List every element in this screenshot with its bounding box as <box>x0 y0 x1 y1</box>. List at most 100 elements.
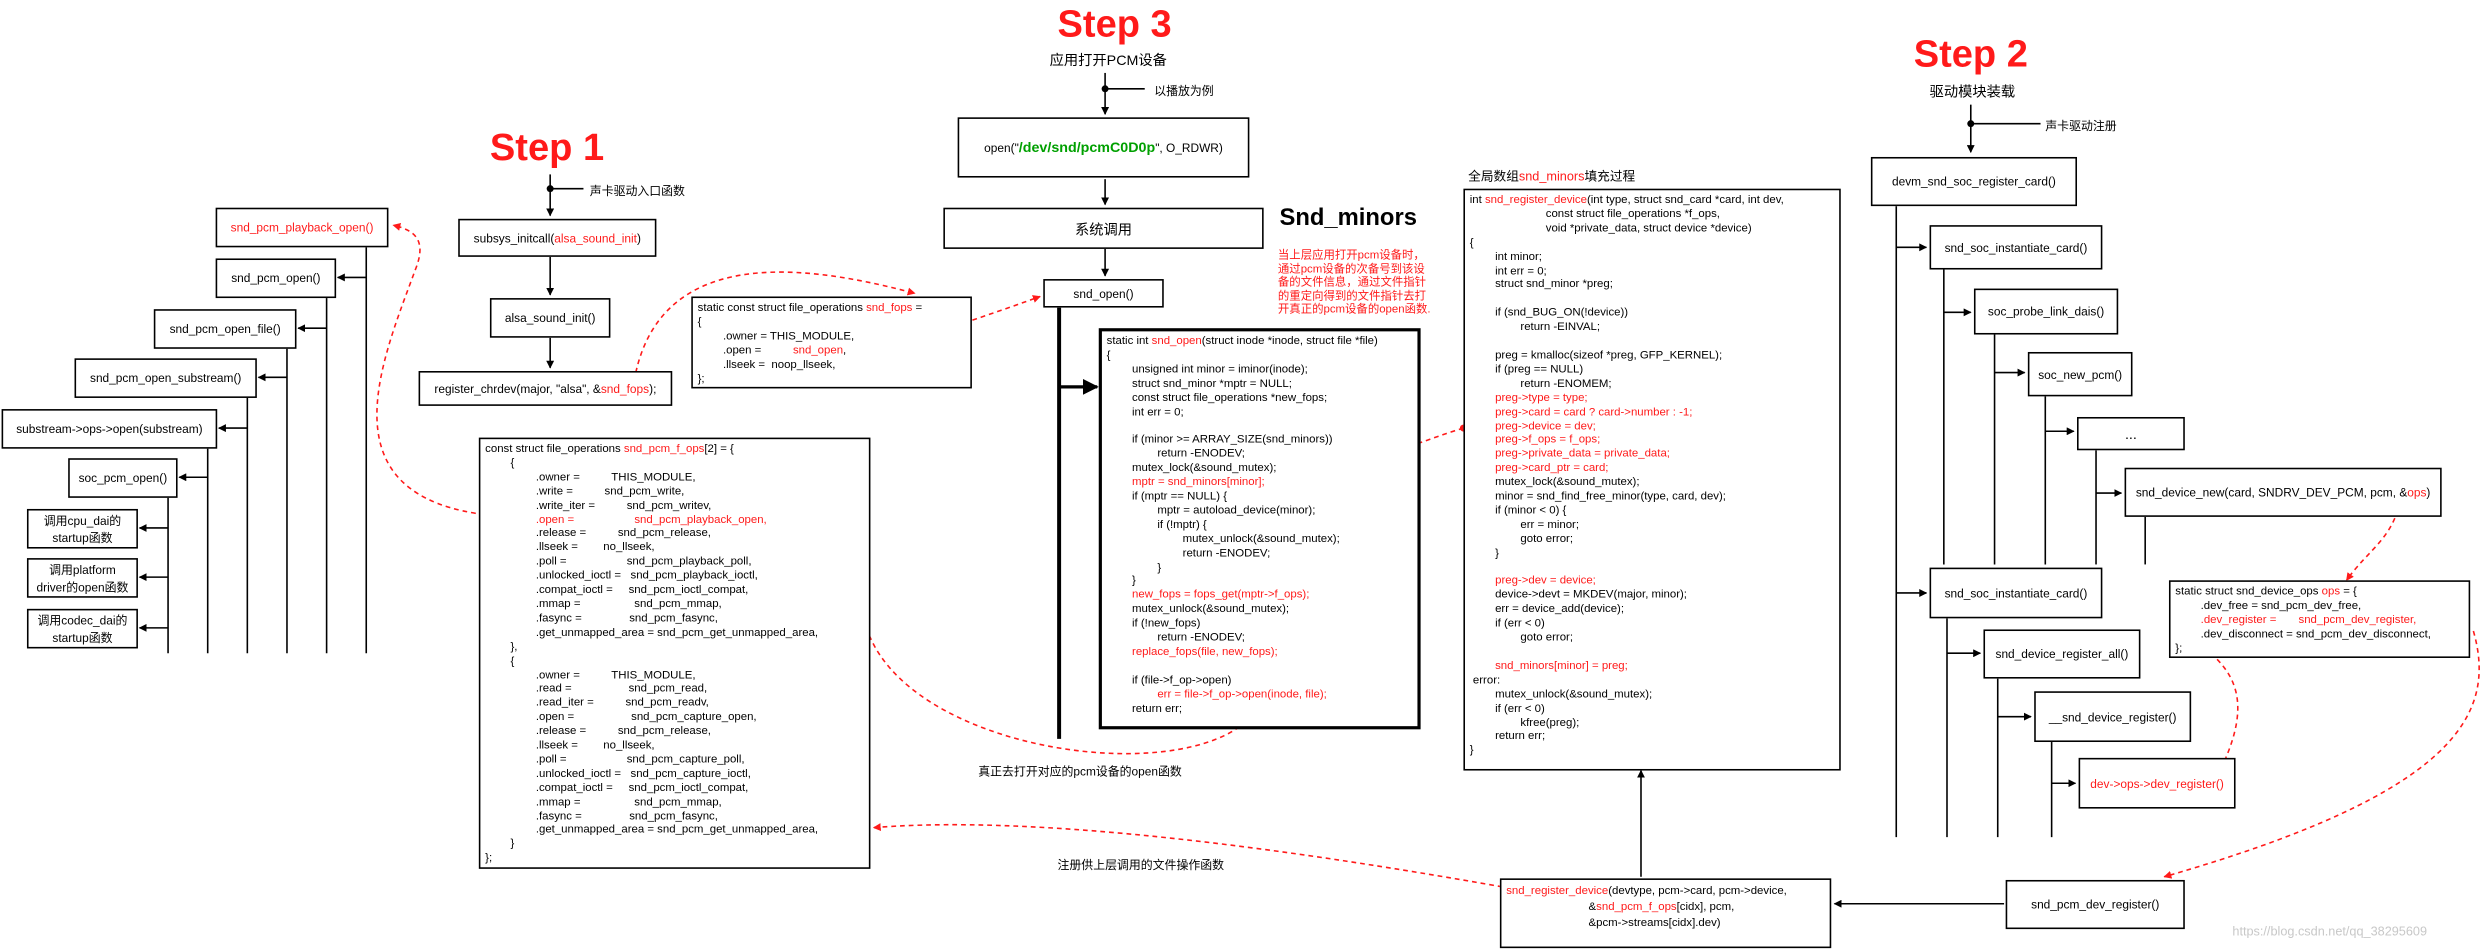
highlighted-code: snd_fops <box>866 299 913 314</box>
highlighted-code: new_fops = fops_get(mptr->f_ops); <box>1132 587 1310 602</box>
probe-link-dais-box: soc_probe_link_dais() <box>1973 288 2119 335</box>
register-prefix: register_chrdev(major, "alsa", & <box>434 381 601 396</box>
highlighted-code: snd_minors[minor] = preg; <box>1495 657 1628 673</box>
device-register-all-box: snd_device_register_all() <box>1983 629 2141 679</box>
subsys-suffix: ) <box>636 230 641 245</box>
platform-open-box: 调用platform driver的open函数 <box>26 558 138 598</box>
code-text: return err; <box>1131 700 1183 715</box>
instantiate-card-box-2: snd_soc_instantiate_card() <box>1929 567 2103 619</box>
subsys-prefix: subsys_initcall( <box>473 230 555 245</box>
real-open-caption: 真正去打开对应的pcm设备的open函数 <box>978 764 1182 779</box>
code-text: = { .owner = THIS_MODULE, .open = <box>697 299 923 357</box>
junction-dot <box>1967 120 1975 128</box>
highlighted-code: snd_pcm_f_ops <box>623 440 705 456</box>
register-caption: 注册供上层调用的文件操作函数 <box>1057 857 1225 873</box>
highlighted-code: snd_register_device <box>1506 883 1609 898</box>
highlighted-code: preg->dev = device; <box>1495 573 1596 588</box>
snd-pcm-dev-register-box: snd_pcm_dev_register() <box>2005 879 2185 930</box>
fill-title-suffix: 填充过程 <box>1584 169 1636 184</box>
code-text: error: mutex_unlock(&sound_mutex); if (e… <box>1469 671 1653 757</box>
code-text: mutex_lock(&sound_mutex); minor = snd_fi… <box>1495 474 1726 560</box>
highlighted-code: snd_open <box>1151 332 1202 348</box>
snd-register-device-call: snd_register_device(devtype, pcm->card, … <box>1499 878 1832 949</box>
alsa-sound-init-box: alsa_sound_init() <box>489 298 611 338</box>
ops-dev-register-box: dev->ops->dev_register() <box>2078 757 2236 809</box>
step2-subtitle: 驱动模块装载 <box>1929 84 2016 100</box>
snd-minors-title: Snd_minors <box>1279 204 1417 232</box>
subsys-fn: alsa_sound_init <box>554 230 637 245</box>
register-fn: snd_fops <box>600 381 650 396</box>
code-text: .dev_disconnect = snd_pcm_dev_disconnect… <box>2175 625 2431 655</box>
syscall-box: 系统调用 <box>943 207 1264 249</box>
code-text: static int <box>1106 332 1152 348</box>
pcm-open-box: snd_pcm_open() <box>215 258 337 299</box>
code-text: [cidx], pcm, &pcm->streams[cidx].dev) <box>1588 898 1735 930</box>
highlighted-code: preg->type = type; preg->card = card ? c… <box>1495 389 1693 475</box>
ellipsis-box: ... <box>2077 416 2185 451</box>
code-text: static struct snd_device_ops <box>2175 583 2322 598</box>
snd-fops-code: static const struct file_operations snd_… <box>691 296 972 389</box>
code-text: [2] = { { .owner = THIS_MODULE, .write =… <box>510 440 734 512</box>
code-text: = { .dev_free = snd_pcm_dev_free, <box>2200 583 2362 612</box>
snd-open-box: snd_open() <box>1043 279 1164 308</box>
highlighted-code: snd_register_device <box>1484 191 1587 207</box>
highlighted-code: .dev_register = snd_pcm_dev_register, <box>2200 611 2417 626</box>
snd-register-device-code: int snd_register_device(int type, struct… <box>1463 188 1841 771</box>
soc-pcm-open-box: soc_pcm_open() <box>68 458 178 498</box>
device-path: /dev/snd/pcmC0D0p <box>1018 139 1156 156</box>
substream-ops-open-box: substream->ops->open(substream) <box>1 409 218 449</box>
junction-dot <box>546 185 554 193</box>
code-text: mutex_unlock(&sound_mutex); if (!new_fop… <box>1131 601 1290 644</box>
step3-title: Step 3 <box>1057 3 1172 46</box>
code-text: static const struct file_operations <box>697 299 867 314</box>
register-chrdev-box: register_chrdev(major, "alsa", &snd_fops… <box>418 371 673 406</box>
code-text: if (mptr == NULL) { mptr = autoload_devi… <box>1131 488 1340 588</box>
open-call-prefix: open(" <box>984 140 1019 155</box>
highlighted-code: err = file->f_op->open(inode, file); <box>1157 685 1327 701</box>
highlighted-code: ops <box>2407 485 2427 500</box>
code-text: const struct file_operations <box>485 440 624 456</box>
fill-title-highlight: snd_minors <box>1518 169 1585 184</box>
dunder-device-register-box: __snd_device_register() <box>2034 691 2192 743</box>
code-text: (devtype, pcm->card, pcm->device, & <box>1588 883 1787 914</box>
open-substream-box: snd_pcm_open_substream() <box>74 358 257 398</box>
snd-device-new-box: snd_device_new(card, SNDRV_DEV_PCM, pcm,… <box>2124 467 2442 517</box>
code-text: int <box>1469 191 1485 207</box>
highlighted-code: ops <box>2321 583 2341 598</box>
step1-title: Step 1 <box>489 126 605 170</box>
snd-minors-fill-title: 全局数组snd_minors填充过程 <box>1468 168 1635 185</box>
playback-open-box: snd_pcm_playback_open() <box>215 207 389 248</box>
highlighted-code: .open = snd_pcm_playback_open, <box>535 511 767 526</box>
code-text: , .llseek = noop_llseek, }; <box>697 342 847 385</box>
instantiate-card-box-1: snd_soc_instantiate_card() <box>1929 225 2103 270</box>
snd-minors-note: 当上层应用打开pcm设备时， 通过pcm设备的次备号到该设 备的文件信息，通过文… <box>1277 247 1431 316</box>
open-call-suffix: ", O_RDWR) <box>1155 140 1223 155</box>
step2-title: Step 2 <box>1913 33 2028 77</box>
snd-open-code: static int snd_open(struct inode *inode,… <box>1098 328 1421 730</box>
highlighted-code: replace_fops(file, new_fops); <box>1132 643 1278 658</box>
subsys-initcall-box: subsys_initcall(alsa_sound_init) <box>458 218 657 257</box>
driver-entry-label: 声卡驱动入口函数 <box>589 183 685 199</box>
step2-note: 声卡驱动注册 <box>2045 118 2117 134</box>
watermark: https://blog.csdn.net/qq_38295609 <box>2232 924 2428 939</box>
code-text: if (file->f_op->open) <box>1131 671 1232 687</box>
code-text: device->devt = MKDEV(major, minor); err … <box>1495 587 1687 644</box>
example-label: 以播放为例 <box>1154 84 1214 99</box>
devm-register-card-box: devm_snd_soc_register_card() <box>1870 156 2078 207</box>
highlighted-code: mptr = snd_minors[minor]; <box>1132 474 1265 489</box>
highlighted-code: snd_pcm_f_ops <box>1596 898 1677 914</box>
codec-dai-startup-box: 调用codec_dai的startup函数 <box>26 608 138 649</box>
open-file-box: snd_pcm_open_file() <box>153 309 297 349</box>
snd-device-ops-code: static struct snd_device_ops ops = { .de… <box>2168 580 2471 658</box>
code-text: (int type, struct snd_card *card, int de… <box>1469 191 1784 390</box>
snd-pcm-f-ops-code: const struct file_operations snd_pcm_f_o… <box>478 437 871 869</box>
register-suffix: ); <box>649 381 657 396</box>
code-text: ) <box>2426 485 2431 500</box>
junction-dot <box>1101 85 1109 93</box>
code-text: (struct inode *inode, struct file *file)… <box>1106 332 1378 475</box>
highlighted-code: snd_open <box>792 342 844 357</box>
soc-new-pcm-box: soc_new_pcm() <box>2027 351 2133 397</box>
fill-title-prefix: 全局数组 <box>1468 169 1519 184</box>
step3-subtitle: 应用打开PCM设备 <box>1049 52 1167 69</box>
